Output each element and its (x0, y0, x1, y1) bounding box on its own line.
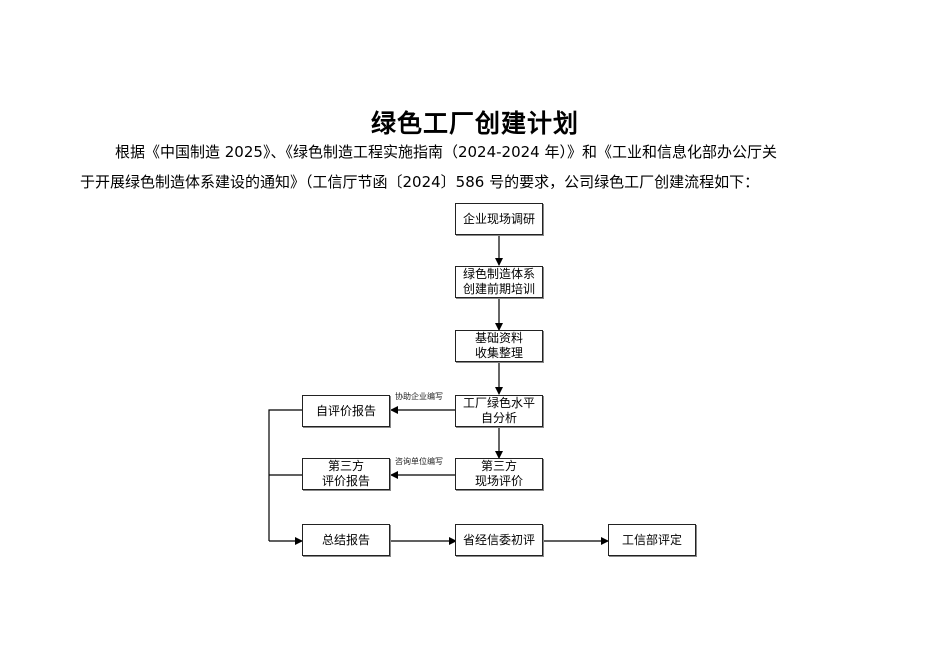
node-provincial-review: 省经信委初评 (455, 524, 543, 556)
node-data-collection: 基础资料 收集整理 (455, 330, 543, 362)
node-third-party-onsite-line-2: 现场评价 (474, 474, 523, 488)
node-self-analysis-line-1: 工厂绿色水平 (462, 396, 535, 410)
node-third-party-report-line-1: 第三方 (327, 459, 364, 473)
bracket-self-report (268, 409, 303, 541)
node-ministry-review-text: 工信部评定 (621, 532, 682, 547)
node-self-analysis-line-2: 自分析 (480, 411, 517, 425)
node-third-party-report-line-2: 评价报告 (321, 474, 370, 488)
node-data-collection-line-2: 收集整理 (474, 346, 523, 360)
node-training: 绿色制造体系 创建前期培训 (455, 266, 543, 298)
node-third-party-onsite: 第三方 现场评价 (455, 458, 543, 490)
node-training-line-1: 绿色制造体系 (462, 267, 535, 281)
node-site-survey: 企业现场调研 (455, 203, 543, 235)
node-summary-report: 总结报告 (302, 524, 390, 556)
annotation-assist-company: 协助企业编写 (395, 392, 443, 401)
node-summary-report-text: 总结报告 (321, 532, 370, 547)
intro-paragraph-line-1: 根据《中国制造 2025》、《绿色制造工程实施指南（2024-2024 年）》和… (115, 143, 777, 161)
node-third-party-onsite-line-1: 第三方 (480, 459, 517, 473)
node-provincial-review-text: 省经信委初评 (462, 532, 535, 547)
node-self-analysis: 工厂绿色水平 自分析 (455, 395, 543, 427)
node-third-party-report: 第三方 评价报告 (302, 458, 390, 490)
intro-paragraph-line-2: 于开展绿色制造体系建设的通知》（工信厅节函〔2024〕586 号的要求，公司绿色… (80, 173, 760, 191)
node-site-survey-text: 企业现场调研 (462, 211, 535, 226)
node-training-line-2: 创建前期培训 (462, 282, 535, 296)
node-self-eval-report: 自评价报告 (302, 395, 390, 427)
node-data-collection-line-1: 基础资料 (474, 331, 523, 345)
node-ministry-review: 工信部评定 (608, 524, 696, 556)
node-self-eval-report-text: 自评价报告 (315, 403, 376, 418)
document-title: 绿色工厂创建计划 (370, 109, 579, 138)
annotation-consulting-unit: 咨询单位编写 (395, 457, 443, 466)
